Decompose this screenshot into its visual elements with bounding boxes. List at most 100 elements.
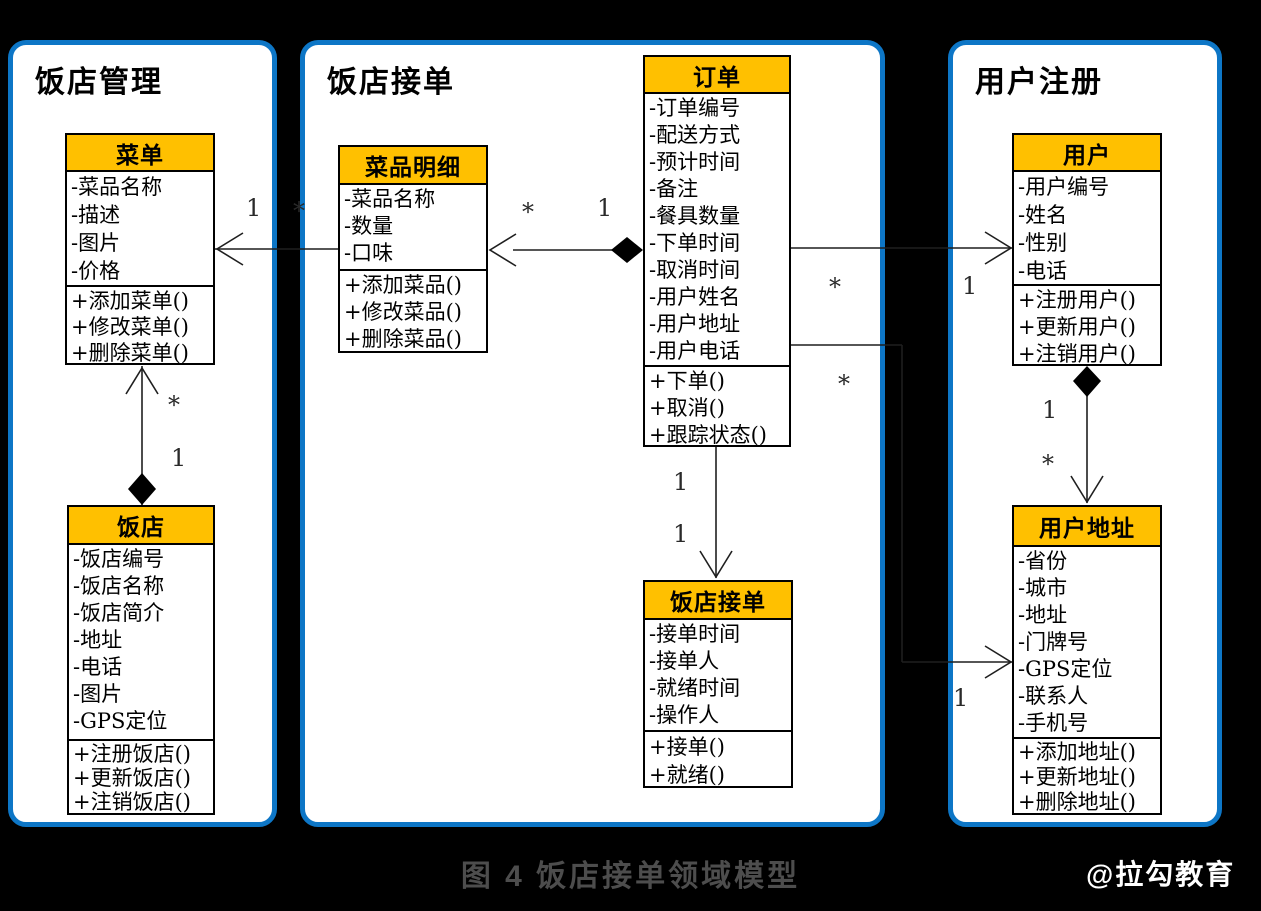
- class-order-methods: +下单() +取消() +跟踪状态(): [645, 365, 789, 445]
- method-row: +删除菜品(): [344, 327, 462, 351]
- method-row: +添加地址(): [1018, 740, 1136, 764]
- class-user-address-methods: +添加地址()+更新地址()+删除地址(): [1014, 737, 1160, 813]
- attribute-row: -图片: [71, 231, 121, 255]
- method-row: +更新饭店(): [73, 766, 191, 790]
- method-row: +接单(): [649, 735, 725, 759]
- class-restaurant: 饭店 -饭店编号 -饭店名称 -饭店简介 -地址 -电话 -图片 -GPS定位 +注册饭店(…: [67, 505, 215, 815]
- multiplicity-label: *: [838, 370, 850, 398]
- method-row: +就绪(): [649, 763, 725, 786]
- attribute-row: -联系人: [1018, 684, 1089, 708]
- attribute-row: -电话: [73, 655, 123, 679]
- multiplicity-label: *: [522, 198, 534, 226]
- class-user: 用户 -用户编号 -姓名 -性别 -电话 +注册用户() +更新用户() +注销用户(): [1012, 133, 1162, 366]
- class-dish-detail-methods: +添加菜品() +修改菜品() +删除菜品(): [340, 269, 486, 351]
- attribute-row: -餐具数量: [649, 204, 741, 228]
- method-row: +注册用户(): [1018, 288, 1136, 312]
- method-row: +更新地址(): [1018, 765, 1136, 789]
- attribute-row: -就绪时间: [649, 676, 741, 700]
- attribute-row: -菜品名称: [344, 187, 436, 211]
- attribute-row: -口味: [344, 241, 394, 265]
- attribute-row: -菜品名称: [71, 175, 163, 199]
- multiplicity-label: *: [168, 391, 180, 419]
- panel-title-user-registration: 用户注册: [975, 66, 1103, 99]
- panel-title-restaurant-management: 饭店管理: [35, 66, 163, 99]
- method-row: +下单(): [649, 369, 725, 393]
- class-dish-detail-title: 菜品明细: [340, 147, 486, 185]
- class-menu-attributes: -菜品名称-描述-图片-价格: [67, 172, 213, 285]
- method-row: +取消(): [649, 396, 725, 420]
- attribute-row: -地址: [73, 628, 123, 652]
- method-row: +修改菜品(): [344, 300, 462, 324]
- class-restaurant-methods: +注册饭店()+更新饭店()+注销饭店(): [69, 739, 213, 813]
- attribute-row: -GPS定位: [1018, 657, 1113, 681]
- class-order: 订单 -订单编号-配送方式-预计时间-备注-餐具数量-下单时间-取消时间-用户姓…: [643, 55, 791, 447]
- multiplicity-label: 1: [673, 468, 689, 496]
- method-row: +添加菜单(): [71, 289, 189, 313]
- attribute-row: -用户姓名: [649, 285, 741, 309]
- attribute-row: -操作人: [649, 703, 720, 727]
- class-order-attributes: -订单编号-配送方式-预计时间-备注-餐具数量-下单时间-取消时间-用户姓名-用…: [645, 94, 789, 365]
- class-restaurant-attributes: -饭店编号 -饭店名称 -饭店简介 -地址 -电话 -图片 -GPS定位: [69, 545, 213, 739]
- attribute-row: -GPS定位: [73, 709, 168, 733]
- method-row: +删除地址(): [1018, 790, 1136, 813]
- attribute-row: -用户电话: [649, 339, 741, 363]
- attribute-row: -取消时间: [649, 258, 741, 282]
- attribute-row: -电话: [1018, 259, 1068, 283]
- method-row: +修改菜单(): [71, 315, 189, 339]
- attribute-row: -城市: [1018, 576, 1068, 600]
- attribute-row: -手机号: [1018, 711, 1089, 735]
- method-row: +跟踪状态(): [649, 423, 767, 445]
- class-restaurant-title: 饭店: [69, 507, 213, 545]
- class-menu-methods: +添加菜单()+修改菜单()+删除菜单(): [67, 285, 213, 363]
- class-restaurant-accept-attributes: -接单时间 -接单人 -就绪时间 -操作人: [645, 620, 791, 730]
- attribute-row: -姓名: [1018, 203, 1068, 227]
- attribute-row: -订单编号: [649, 96, 741, 120]
- attribute-row: -配送方式: [649, 123, 741, 147]
- class-user-methods: +注册用户() +更新用户() +注销用户(): [1014, 284, 1160, 364]
- multiplicity-label: 1: [597, 194, 613, 222]
- panel-title-restaurant-order-taking: 饭店接单: [327, 66, 455, 99]
- attribute-row: -数量: [344, 214, 394, 238]
- class-restaurant-accept-title: 饭店接单: [645, 582, 791, 620]
- class-user-attributes: -用户编号 -姓名 -性别 -电话: [1014, 172, 1160, 284]
- class-menu-title: 菜单: [67, 135, 213, 172]
- attribute-row: -饭店编号: [73, 547, 165, 571]
- attribute-row: -性别: [1018, 231, 1068, 255]
- method-row: +更新用户(): [1018, 315, 1136, 339]
- class-dish-detail: 菜品明细 -菜品名称 -数量 -口味 +添加菜品() +修改菜品() +删除菜品(): [338, 145, 488, 353]
- class-user-address-attributes: -省份 -城市 -地址 -门牌号 -GPS定位 -联系人 -手机号: [1014, 547, 1160, 737]
- method-row: +注销饭店(): [73, 790, 191, 813]
- method-row: +删除菜单(): [71, 341, 189, 363]
- attribute-row: -用户地址: [649, 312, 741, 336]
- attribute-row: -预计时间: [649, 150, 741, 174]
- attribute-row: -省份: [1018, 549, 1068, 573]
- method-row: +注销用户(): [1018, 342, 1136, 364]
- attribute-row: -用户编号: [1018, 175, 1110, 199]
- multiplicity-label: 1: [246, 194, 262, 222]
- multiplicity-label: *: [1042, 450, 1054, 478]
- class-restaurant-accept-methods: +接单() +就绪(): [645, 730, 791, 786]
- attribute-row: -接单人: [649, 649, 720, 673]
- attribute-row: -门牌号: [1018, 630, 1089, 654]
- attribute-row: -饭店名称: [73, 574, 165, 598]
- class-user-title: 用户: [1014, 135, 1160, 172]
- multiplicity-label: 1: [1042, 396, 1058, 424]
- method-row: +添加菜品(): [344, 273, 462, 297]
- brand-watermark: @拉勾教育: [1086, 859, 1236, 890]
- class-order-title: 订单: [645, 57, 789, 94]
- attribute-row: -接单时间: [649, 622, 741, 646]
- attribute-row: -地址: [1018, 603, 1068, 627]
- multiplicity-label: *: [829, 273, 841, 301]
- attribute-row: -备注: [649, 177, 699, 201]
- figure-caption: 图 4 饭店接单领域模型: [460, 860, 801, 893]
- multiplicity-label: 1: [953, 684, 969, 712]
- method-row: +注册饭店(): [73, 742, 191, 766]
- multiplicity-label: 1: [673, 520, 689, 548]
- attribute-row: -饭店简介: [73, 601, 165, 625]
- attribute-row: -图片: [73, 682, 123, 706]
- class-dish-detail-attributes: -菜品名称 -数量 -口味: [340, 185, 486, 269]
- multiplicity-label: 1: [962, 272, 978, 300]
- class-user-address: 用户地址 -省份-城市-地址-门牌号-GPS定位-联系人-手机号 +添加地址()…: [1012, 505, 1162, 815]
- class-restaurant-accept: 饭店接单 -接单时间 -接单人 -就绪时间 -操作人 +接单() +就绪(): [643, 580, 793, 788]
